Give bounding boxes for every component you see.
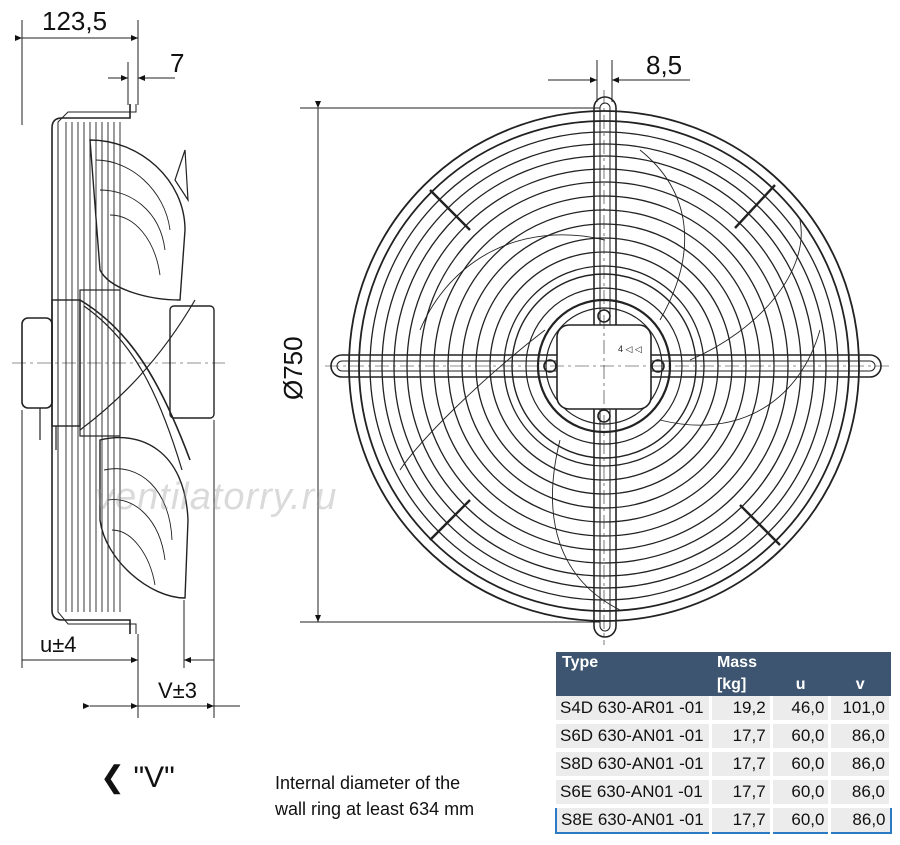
cell-u: 46,0 bbox=[771, 696, 832, 724]
table-row: S6D 630-AN01 -01 17,7 60,0 86,0 bbox=[556, 722, 892, 752]
cell-type: S8D 630-AN01 -01 bbox=[556, 750, 713, 780]
cell-mass: 17,7 bbox=[710, 778, 773, 808]
svg-text:4 ◁ ◁: 4 ◁ ◁ bbox=[618, 344, 642, 354]
side-view bbox=[12, 20, 240, 718]
cell-u: 60,0 bbox=[771, 778, 832, 808]
cell-v: 86,0 bbox=[829, 722, 892, 752]
header-mass: Mass bbox=[710, 652, 772, 674]
dim-diameter-750: Ø750 bbox=[278, 336, 308, 400]
cell-v: 86,0 bbox=[829, 750, 892, 780]
dim-v: V±3 bbox=[158, 678, 197, 703]
view-label: ❮ "V" bbox=[100, 761, 175, 794]
header-mass-unit: [kg] bbox=[710, 674, 772, 696]
cell-type: S4D 630-AR01 -01 bbox=[556, 696, 713, 724]
cell-u: 60,0 bbox=[771, 722, 832, 752]
header-type: Type bbox=[556, 652, 711, 674]
cell-type: S8E 630-AN01 -01 bbox=[555, 805, 713, 834]
dim-8-5: 8,5 bbox=[646, 50, 682, 80]
installation-note: Internal diameter of the wall ring at le… bbox=[275, 770, 474, 822]
dim-7: 7 bbox=[170, 48, 184, 78]
header-u: u bbox=[771, 674, 830, 696]
table-row: S8D 630-AN01 -01 17,7 60,0 86,0 bbox=[556, 750, 892, 780]
cell-u: 60,0 bbox=[771, 750, 832, 780]
note-line-1: Internal diameter of the bbox=[275, 773, 461, 793]
dim-u: u±4 bbox=[40, 632, 77, 657]
cell-v: 86,0 bbox=[829, 778, 892, 808]
cell-v: 86,0 bbox=[829, 805, 892, 834]
header-blank-type bbox=[556, 674, 711, 696]
table-row: S4D 630-AR01 -01 19,2 46,0 101,0 bbox=[556, 696, 892, 724]
cell-mass: 17,7 bbox=[710, 750, 773, 780]
cell-type: S6D 630-AN01 -01 bbox=[556, 722, 713, 752]
cell-mass: 17,7 bbox=[710, 805, 773, 834]
spec-table: Type Mass [kg] u v S4D 630-AR01 -01 19,2… bbox=[555, 652, 892, 834]
header-blank-u bbox=[771, 652, 830, 674]
cell-mass: 17,7 bbox=[710, 722, 773, 752]
cell-mass: 19,2 bbox=[710, 696, 773, 724]
watermark-text: ventilatorry.ru bbox=[95, 476, 338, 518]
cell-v: 101,0 bbox=[829, 696, 892, 724]
cell-u: 60,0 bbox=[771, 805, 832, 834]
dim-123-5: 123,5 bbox=[42, 6, 107, 36]
note-line-2: wall ring at least 634 mm bbox=[275, 799, 475, 819]
header-v: v bbox=[829, 674, 891, 696]
table-row: S6E 630-AN01 -01 17,7 60,0 86,0 bbox=[556, 778, 892, 808]
header-blank-v bbox=[829, 652, 891, 674]
table-row-highlighted: S8E 630-AN01 -01 17,7 60,0 86,0 bbox=[555, 805, 892, 834]
front-view: 4 ◁ ◁ bbox=[300, 60, 890, 645]
cell-type: S6E 630-AN01 -01 bbox=[556, 778, 713, 808]
